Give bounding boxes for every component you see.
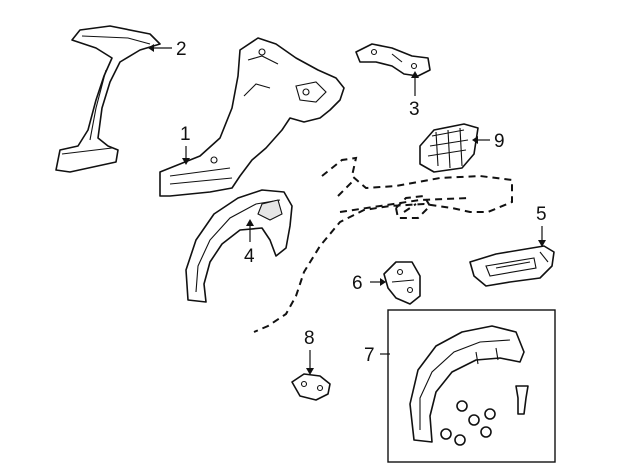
callout-3: 3 — [409, 99, 420, 120]
phantom-outer-quarter-panel — [253, 156, 513, 333]
leaders — [148, 44, 546, 375]
clip-set — [440, 385, 529, 446]
part-6-bracket[interactable] — [383, 261, 421, 305]
part-8-lower-bracket[interactable] — [291, 373, 331, 401]
callout-2: 2 — [176, 39, 187, 60]
callout-4: 4 — [244, 246, 255, 267]
part-7-liner-kit[interactable] — [387, 309, 556, 463]
part-4-wheelhouse-liner[interactable] — [185, 189, 293, 303]
callout-5: 5 — [536, 204, 547, 225]
callout-labels: 1 2 3 4 5 6 7 8 9 — [176, 39, 547, 366]
part-3-bracket[interactable] — [355, 43, 431, 77]
part-9-vent[interactable] — [419, 123, 479, 173]
callout-6: 6 — [352, 273, 363, 294]
callout-1: 1 — [180, 124, 191, 145]
part-1-inner-quarter[interactable] — [159, 37, 345, 197]
callout-7: 7 — [364, 345, 375, 366]
callout-8: 8 — [304, 328, 315, 349]
part-7-frame — [387, 309, 556, 463]
part-2-wheelhouse-outer[interactable] — [55, 25, 161, 173]
callout-9: 9 — [494, 131, 505, 152]
part-5-lamp-filler[interactable] — [469, 245, 555, 287]
